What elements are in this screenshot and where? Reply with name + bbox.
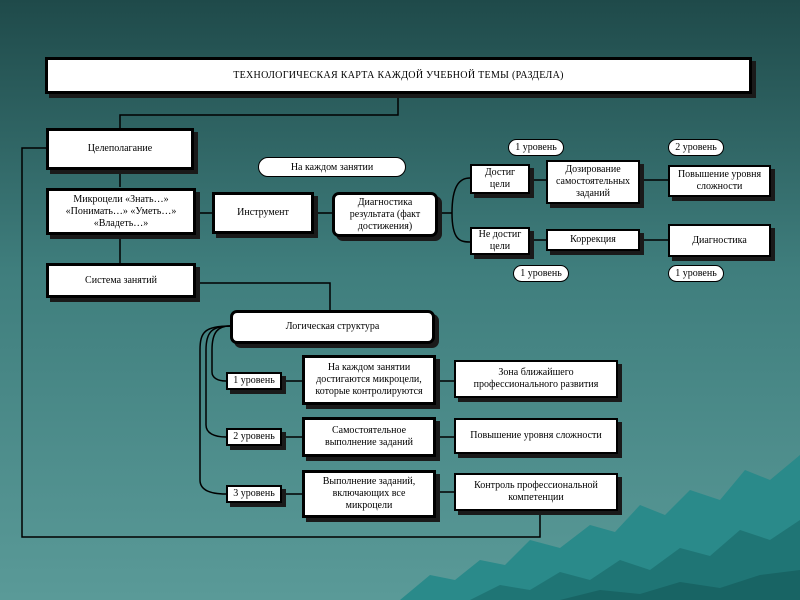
diagnostics-result-box: Диагностика результата (факт достижения) xyxy=(332,192,438,237)
level-label-bottom-1a: 1 уровень xyxy=(513,265,569,282)
level-1-middle-box: На каждом занятии достигаются микроцели,… xyxy=(302,355,436,405)
level-2-right-box: Повышение уровня сложности xyxy=(454,418,618,454)
level-1-right-box: Зона ближайшего профессионального развит… xyxy=(454,360,618,398)
page-title: ТЕХНОЛОГИЧЕСКАЯ КАРТА КАЖДОЙ УЧЕБНОЙ ТЕМ… xyxy=(45,57,752,94)
correction-box: Коррекция xyxy=(546,229,640,251)
goal-setting-box: Целеполагание xyxy=(46,128,194,170)
goal-not-reached-box: Не достиг цели xyxy=(470,227,530,255)
level-label-top-1: 1 уровень xyxy=(508,139,564,156)
micro-goals-box: Микроцели «Знать…» «Понимать…» «Уметь…» … xyxy=(46,188,196,235)
level-2-label: 2 уровень xyxy=(226,428,282,446)
level-3-right-box: Контроль профессиональной компетенции xyxy=(454,473,618,511)
level-label-top-2: 2 уровень xyxy=(668,139,724,156)
level-1-label: 1 уровень xyxy=(226,372,282,390)
each-lesson-label: На каждом занятии xyxy=(258,157,406,177)
level-3-middle-box: Выполнение заданий, включающих все микро… xyxy=(302,470,436,518)
diagnostics-box: Диагностика xyxy=(668,224,771,257)
dosing-tasks-box: Дозирование самостоятельных заданий xyxy=(546,160,640,204)
raise-complexity-top-box: Повышение уровня сложности xyxy=(668,165,771,197)
lesson-system-box: Система занятий xyxy=(46,263,196,298)
logical-structure-box: Логическая структура xyxy=(230,310,435,344)
level-3-label: 3 уровень xyxy=(226,485,282,503)
instrument-box: Инструмент xyxy=(212,192,314,234)
goal-reached-box: Достиг цели xyxy=(470,164,530,194)
level-label-bottom-1b: 1 уровень xyxy=(668,265,724,282)
level-2-middle-box: Самостоятельное выполнение заданий xyxy=(302,417,436,457)
